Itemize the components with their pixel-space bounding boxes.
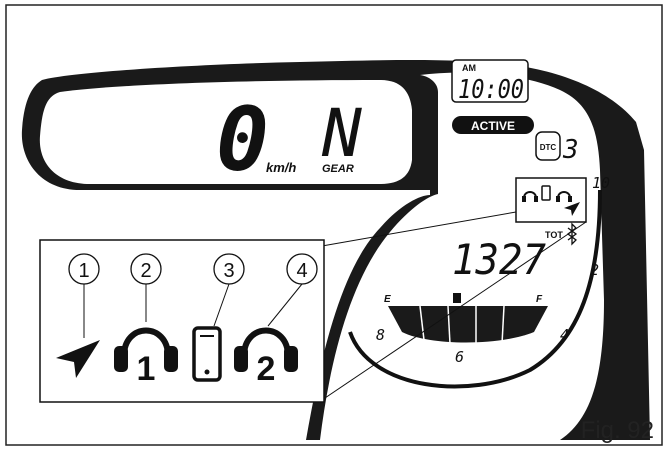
status-icon-box bbox=[515, 177, 587, 223]
callout-number: 3 bbox=[223, 260, 234, 282]
speed-unit: km/h bbox=[266, 160, 296, 175]
fuel-pump-icon bbox=[453, 293, 461, 303]
fuel-gauge bbox=[388, 306, 548, 343]
dash-headset-1-icon bbox=[522, 191, 538, 202]
phone-icon bbox=[192, 326, 222, 382]
leader-line bbox=[321, 211, 517, 247]
rpm-arc bbox=[348, 189, 602, 389]
fuel-full-label: F bbox=[536, 294, 543, 305]
odometer-value: 1327 bbox=[452, 235, 546, 284]
speed-window bbox=[39, 80, 413, 184]
navigation-arrow-icon bbox=[56, 340, 100, 378]
dash-headset-2-icon bbox=[556, 191, 572, 202]
dash-navigation-arrow-icon bbox=[564, 202, 580, 216]
fuel-empty-label: E bbox=[384, 294, 391, 305]
figure-caption: Fig. 92 bbox=[580, 417, 654, 444]
rpm-mark: 6 bbox=[455, 348, 464, 366]
headset-2-icon: 2 bbox=[234, 327, 298, 388]
callout-3: 3 bbox=[213, 253, 245, 327]
callout-number: 1 bbox=[78, 260, 89, 282]
gear-label: GEAR bbox=[322, 163, 354, 175]
figure-frame bbox=[5, 4, 663, 446]
rpm-mark: 10 bbox=[592, 174, 610, 192]
rpm-mark: 8 bbox=[376, 326, 385, 344]
callout-number: 2 bbox=[140, 260, 151, 282]
rpm-mark: 4 bbox=[560, 326, 569, 344]
fuel-gauge-segments bbox=[419, 305, 505, 345]
trip-label: TOT bbox=[545, 230, 563, 240]
headset-number: 1 bbox=[137, 350, 156, 388]
dtc-value: 3 bbox=[562, 135, 579, 165]
clock-time: 10:00 bbox=[458, 75, 524, 105]
leader-line bbox=[321, 221, 587, 401]
active-badge-label: ACTIVE bbox=[471, 119, 515, 133]
dtc-label: DTC bbox=[540, 143, 557, 152]
callout-2: 2 bbox=[130, 253, 162, 322]
gear-value: N bbox=[321, 95, 362, 172]
callout-4: 4 bbox=[267, 253, 318, 327]
dash-phone-icon bbox=[541, 185, 551, 201]
bluetooth-icon bbox=[566, 222, 578, 246]
info-display-area bbox=[320, 72, 604, 440]
clock-period: AM bbox=[462, 63, 476, 73]
speed-value: 0 bbox=[216, 88, 269, 191]
active-badge bbox=[452, 116, 534, 134]
dtc-box bbox=[535, 131, 561, 161]
callout-number: 4 bbox=[296, 260, 307, 282]
clock-box bbox=[451, 59, 529, 103]
callout-1: 1 bbox=[68, 253, 100, 338]
headset-number: 2 bbox=[257, 350, 276, 388]
headset-1-icon: 1 bbox=[114, 327, 178, 388]
